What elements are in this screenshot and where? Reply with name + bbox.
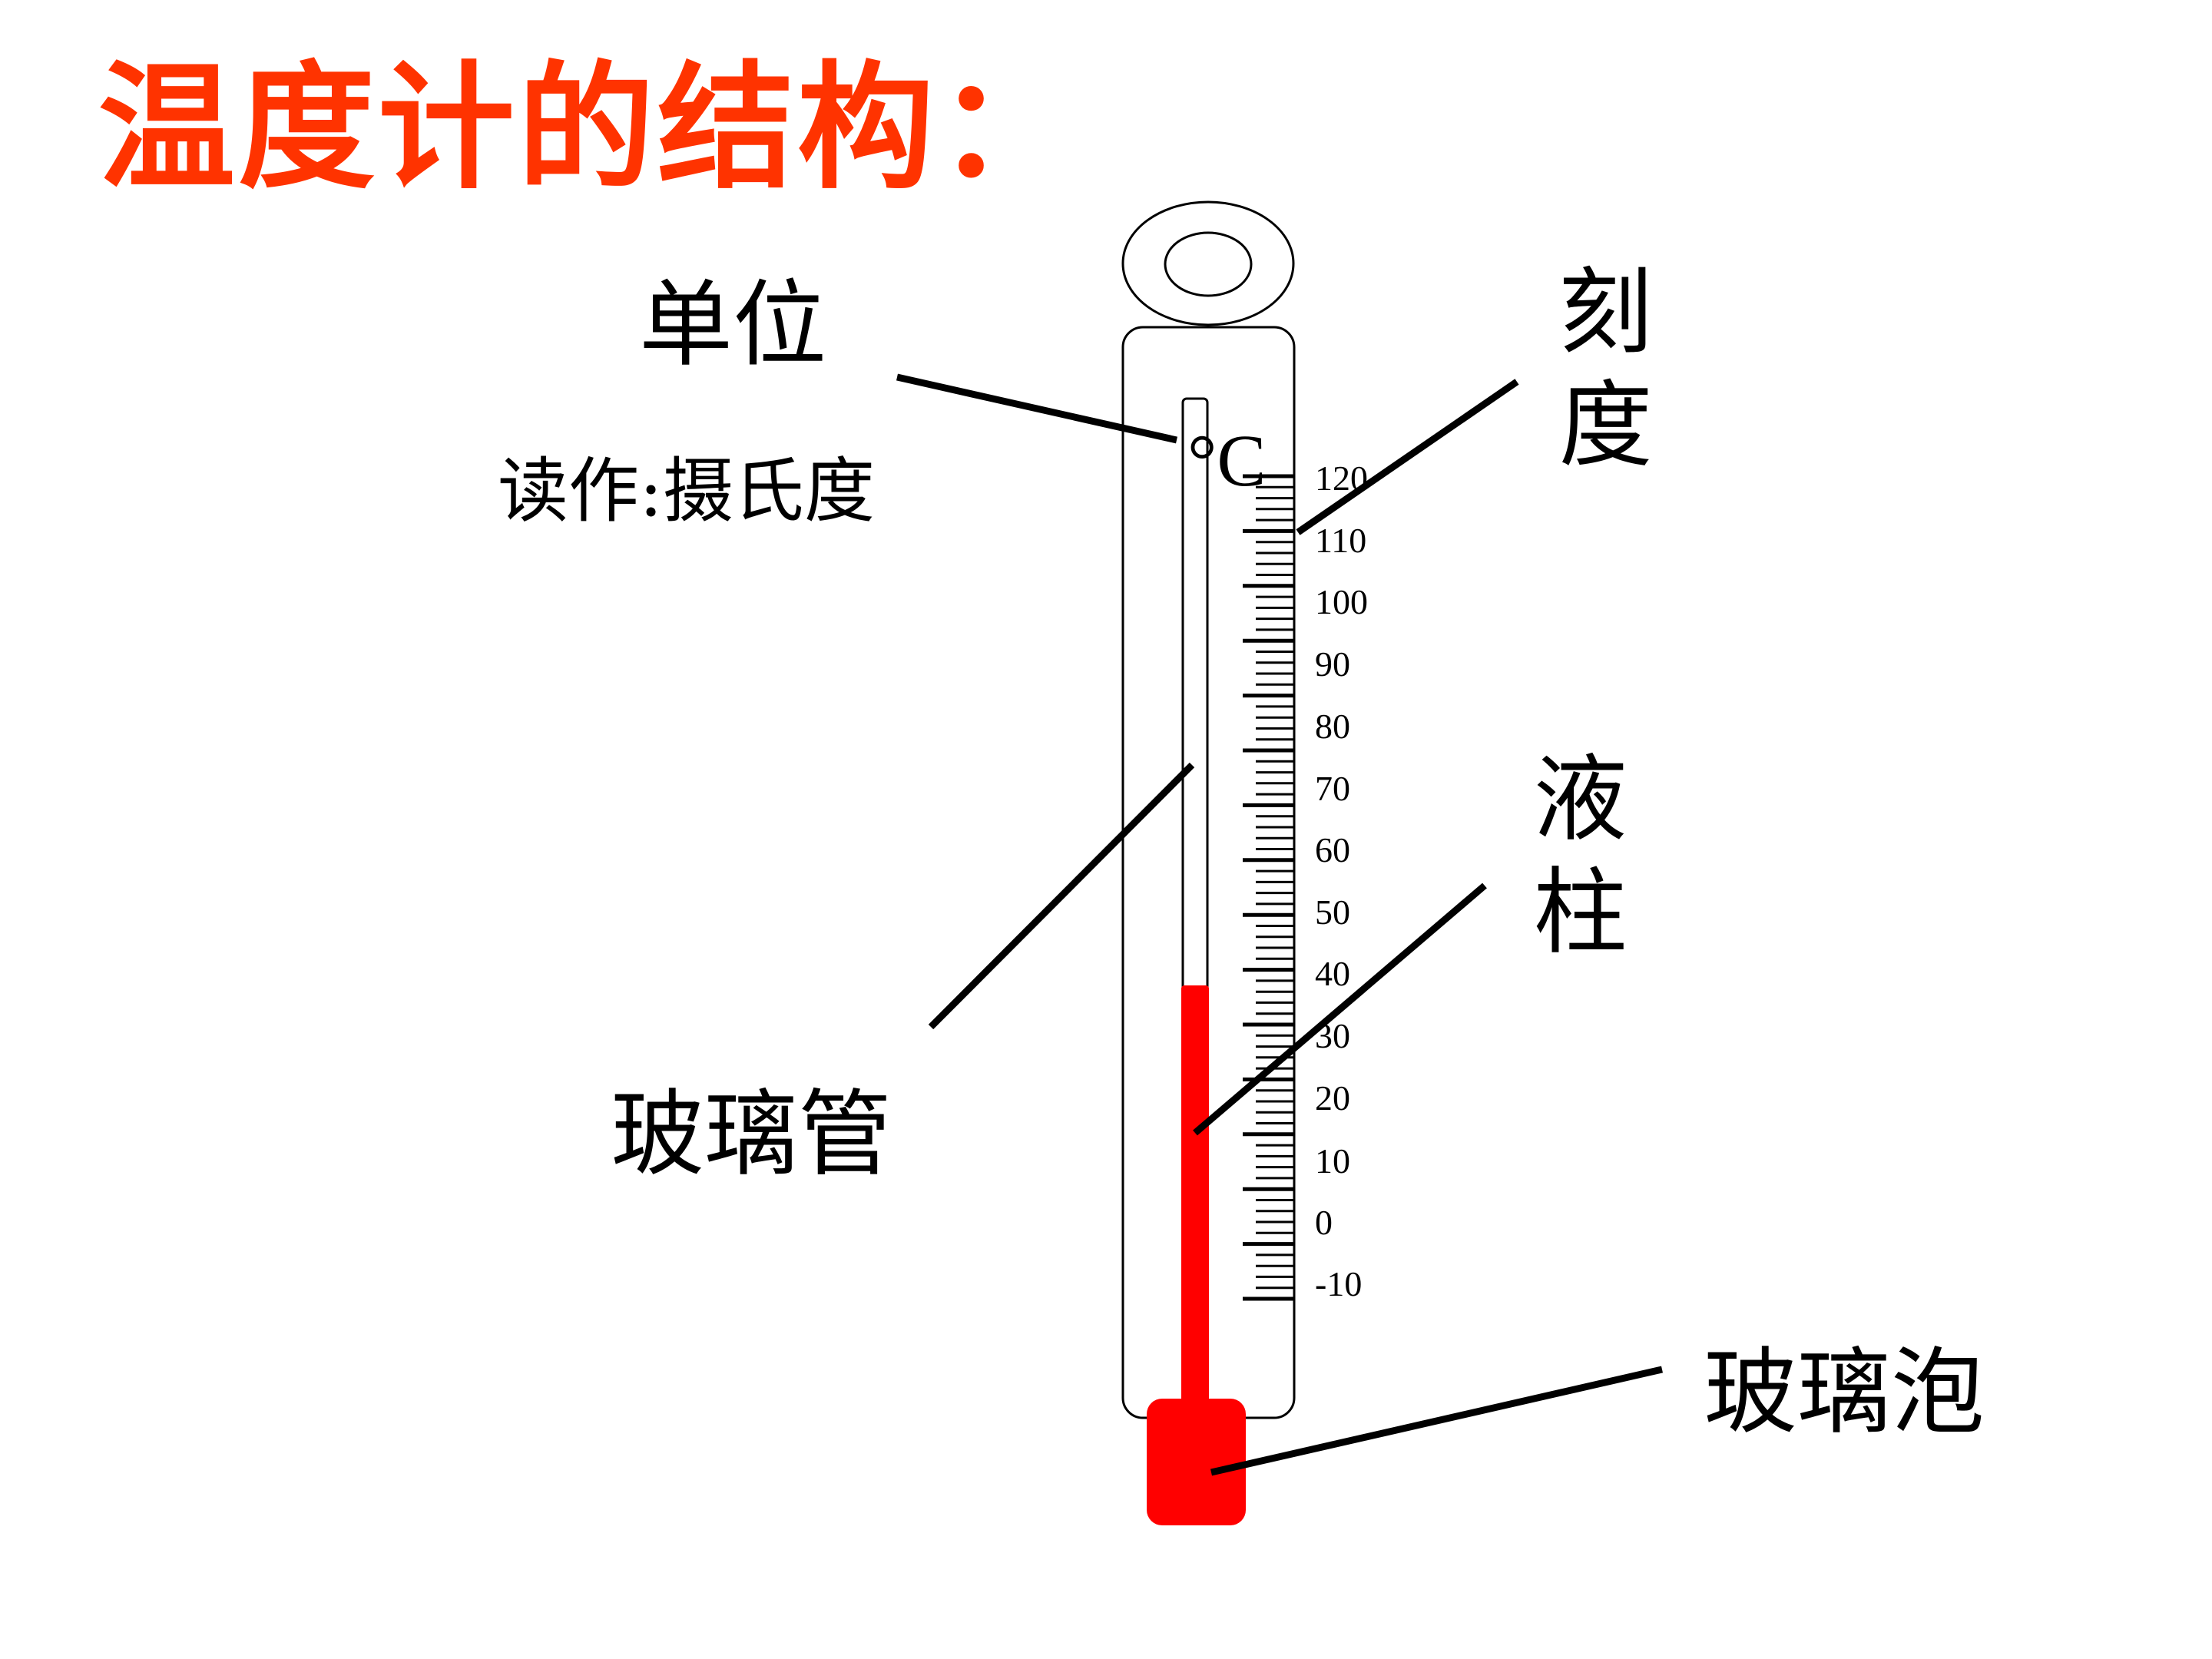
liquid-column <box>1181 985 1209 1416</box>
scale-label: 70 <box>1315 769 1350 808</box>
scale-label: 30 <box>1315 1016 1350 1055</box>
label-glass-bulb: 玻璃泡 <box>1704 1338 1985 1447</box>
scale-label: 50 <box>1315 892 1350 932</box>
leader-line-glass-tube <box>928 762 1195 1030</box>
scale-label: 80 <box>1315 707 1350 746</box>
scale-label: 40 <box>1315 954 1350 993</box>
leader-line-glass-bulb <box>1210 1366 1664 1476</box>
leader-lines <box>896 373 1664 1476</box>
scale-label: 100 <box>1315 582 1368 621</box>
label-scale-char: 刻 <box>1558 258 1653 367</box>
scale-label: 60 <box>1315 830 1350 869</box>
label-liquid-column: 液 柱 <box>1532 753 1628 979</box>
scale-label: 20 <box>1315 1078 1350 1118</box>
glass-bulb <box>1147 1399 1246 1525</box>
scale-label: 120 <box>1315 459 1368 498</box>
label-unit-reading: 读作:摄氏度 <box>498 450 875 532</box>
slide-title: 温度计的结构： <box>98 48 1077 207</box>
label-liquid-column-char: 柱 <box>1533 858 1628 967</box>
scale-ticks <box>1243 474 1294 1301</box>
scale-label: 10 <box>1315 1141 1350 1181</box>
leader-line-unit <box>896 373 1177 444</box>
scale-label: -10 <box>1315 1264 1363 1303</box>
label-glass-tube: 玻璃管 <box>611 1080 892 1189</box>
scale-label: 110 <box>1315 521 1367 560</box>
scale-label: 0 <box>1315 1203 1333 1242</box>
label-scale: 刻 度 <box>1558 266 1654 492</box>
leader-line-scale <box>1296 379 1519 535</box>
label-liquid-column-char: 液 <box>1533 745 1628 854</box>
label-unit: 单位 <box>639 270 826 379</box>
hanging-ring <box>1121 200 1295 326</box>
celsius-unit-symbol: °C <box>1187 419 1267 502</box>
leader-line-liquid-column <box>1193 882 1487 1136</box>
scale-label: 90 <box>1315 644 1350 684</box>
label-scale-char: 度 <box>1558 371 1653 480</box>
